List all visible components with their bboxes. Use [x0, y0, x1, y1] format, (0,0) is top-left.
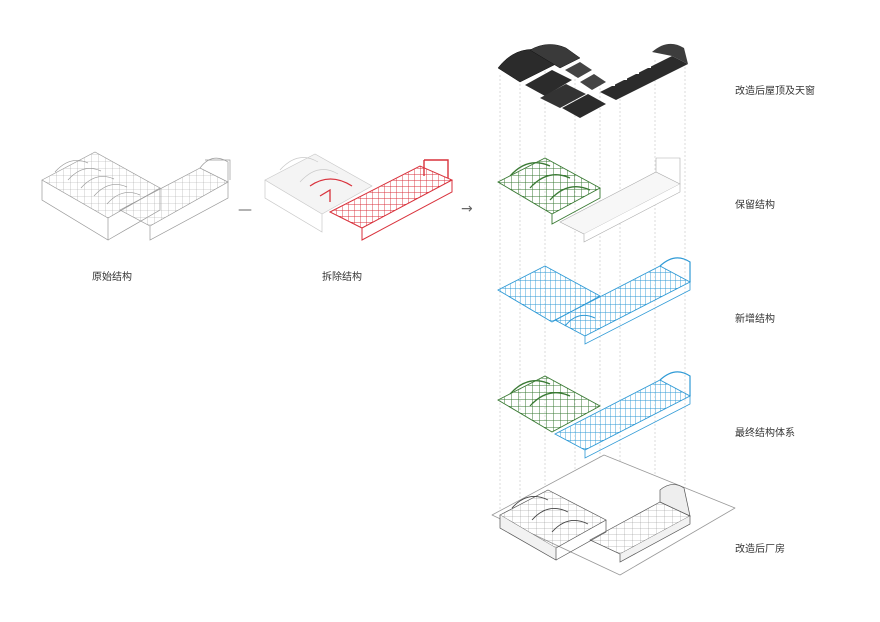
removed-structure-label: 拆除结构 — [322, 272, 362, 283]
original-structure-label: 原始结构 — [92, 272, 132, 283]
roof-layer-drawing — [497, 43, 688, 118]
layer-label-retained: 保留结构 — [735, 200, 775, 211]
arrow-operator: → — [461, 201, 473, 217]
removed-structure-drawing — [264, 153, 454, 241]
retained-structure-drawing — [497, 157, 681, 243]
layer-label-new: 新增结构 — [735, 314, 775, 325]
layer-label-roof: 改造后屋顶及天窗 — [735, 86, 815, 97]
minus-operator: — — [238, 202, 252, 218]
renovated-factory-drawing — [491, 454, 736, 576]
final-structure-drawing — [497, 371, 691, 459]
layer-label-final: 最终结构体系 — [735, 428, 795, 439]
layer-label-factory: 改造后厂房 — [735, 544, 785, 555]
new-structure-drawing — [497, 257, 691, 345]
original-structure-drawing — [41, 151, 231, 241]
